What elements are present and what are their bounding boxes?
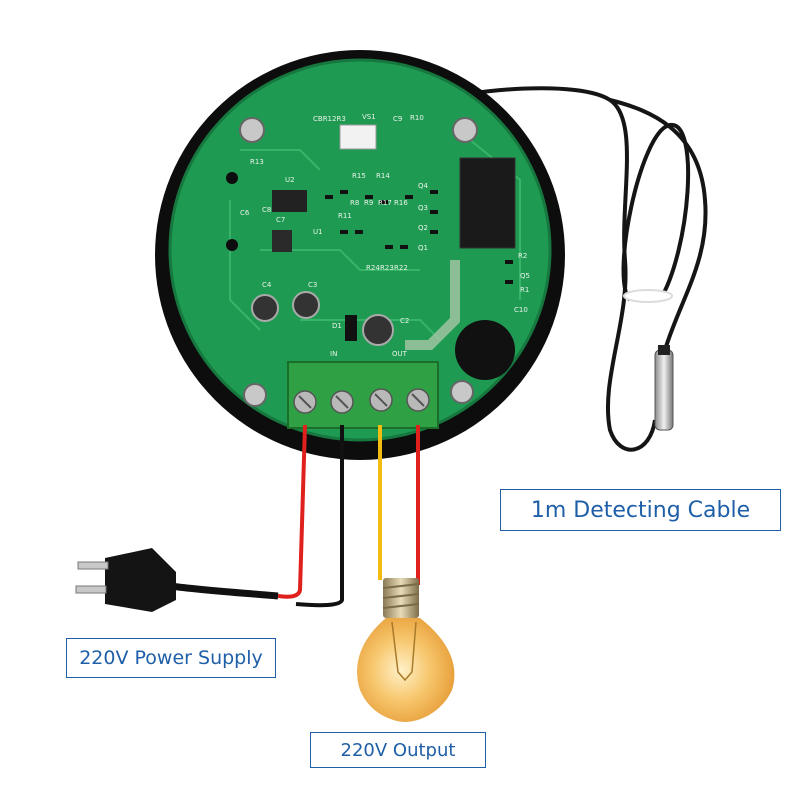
silkscreen-r13: R13 [250,158,264,166]
screw-top-left [239,117,265,143]
capacitor-c3 [292,291,320,319]
silkscreen-r8: R8 [350,199,359,207]
probe-connector [339,124,377,150]
silkscreen-r2: R2 [518,252,527,260]
silkscreen-q5: Q5 [520,272,530,280]
power-supply-label: 220V Power Supply [66,638,276,678]
screw-bottom-right [450,380,474,404]
buzzer [455,320,515,380]
capacitor-c2 [362,314,394,346]
detecting-cable-label: 1m Detecting Cable [500,489,781,531]
silkscreen-q4: Q4 [418,182,429,190]
chip-u2 [272,190,307,212]
screw-terminal-icon [287,361,439,429]
silkscreen-c3: C3 [308,281,317,289]
silkscreen-d1: D1 [332,322,342,330]
output-label: 220V Output [310,732,486,768]
silkscreen-r11: R11 [338,212,352,220]
silkscreen-r24: R24 [366,264,380,272]
terminal-in-label: IN [330,350,337,358]
silkscreen-c4: C4 [262,281,272,289]
silkscreen-c10: C10 [514,306,528,314]
silkscreen-r16: R16 [394,199,408,207]
detecting-cable [419,86,708,452]
silkscreen-c8: C8 [262,206,271,214]
silkscreen-c2: C2 [400,317,409,325]
silkscreen-q3: Q3 [418,204,428,212]
silkscreen-r9: R9 [364,199,373,207]
temperature-probe-icon [654,345,674,431]
silkscreen-u2: U2 [285,176,295,184]
screw-bottom-left [243,383,267,407]
silkscreen-q1: Q1 [418,244,428,252]
silkscreen-q2: Q2 [418,224,428,232]
terminal-out-label: OUT [392,350,408,358]
silkscreen-r22: R22 [394,264,408,272]
silkscreen-r15: R15 [352,172,366,180]
wire-black-power [295,425,344,608]
silkscreen-r1: R1 [520,286,529,294]
silkscreen-c7: C7 [276,216,285,224]
silkscreen-r10: R10 [410,114,424,122]
pcb [170,60,550,440]
silkscreen-c6: C6 [240,209,250,217]
silkscreen-r17: R17 [378,199,392,207]
silkscreen-vs1: VS1 [362,113,376,121]
silkscreen-r14: R14 [376,172,390,180]
capacitor-c4 [251,294,279,322]
silkscreen-cbr12r3: CBR12R3 [313,115,346,123]
silkscreen-c9: C9 [393,115,402,123]
silkscreen-u1: U1 [313,228,323,236]
light-bulb-icon [357,578,455,722]
wires [277,424,420,608]
silkscreen-r23: R23 [380,264,394,272]
diode-d1 [345,315,357,341]
relay [459,157,516,249]
chip-u1 [272,230,292,252]
wire-red-power [277,424,307,599]
power-plug-icon [75,548,279,612]
screw-top-right [452,117,478,143]
cable-tie [623,289,673,303]
